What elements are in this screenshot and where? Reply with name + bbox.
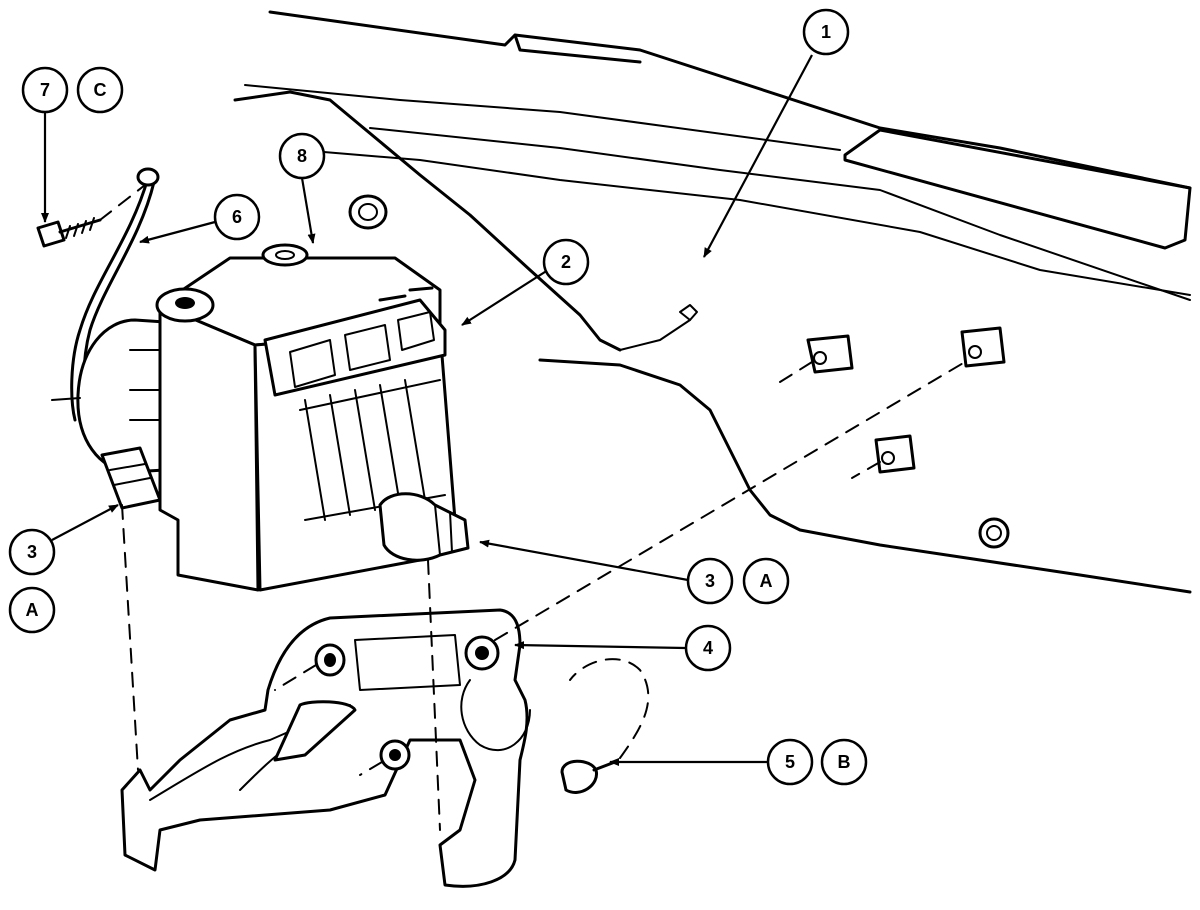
- leader-lines: [41, 54, 813, 766]
- callout-7-label: 7: [40, 80, 50, 100]
- callout-3-left-label: 3: [27, 542, 37, 562]
- grommet-upper: [348, 194, 388, 230]
- brake-fitting-right: [378, 492, 470, 562]
- clip-nut-2: [960, 326, 1006, 368]
- callout-c-label: C: [94, 80, 107, 100]
- callout-8-label: 8: [297, 146, 307, 166]
- callout-a-left-label: A: [26, 600, 39, 620]
- callout-8: 8: [278, 132, 326, 180]
- callout-4-label: 4: [703, 638, 713, 658]
- callout-c: C: [76, 66, 124, 114]
- callout-3-right: 3: [686, 557, 734, 605]
- callout-6: 6: [213, 193, 261, 241]
- callout-6-label: 6: [232, 207, 242, 227]
- bolt-5: [560, 658, 650, 794]
- callout-2-label: 2: [561, 252, 571, 272]
- callout-7: 7: [21, 66, 69, 114]
- alignment-line-stud: [494, 361, 966, 641]
- clip-nut-3: [851, 434, 916, 479]
- callout-2: 2: [542, 238, 590, 286]
- brake-fitting-left: [100, 446, 162, 510]
- callout-b: B: [820, 738, 868, 786]
- callout-3-right-label: 3: [705, 571, 715, 591]
- callout-4: 4: [684, 624, 732, 672]
- callout-5-label: 5: [785, 752, 795, 772]
- mounting-bracket: [120, 608, 531, 888]
- callout-b-label: B: [838, 752, 851, 772]
- callout-a-left: A: [8, 586, 56, 634]
- callout-1-label: 1: [821, 22, 831, 42]
- callout-a-right: A: [742, 557, 790, 605]
- bolt-7: [36, 184, 146, 248]
- callout-a-right-label: A: [760, 571, 773, 591]
- callout-1: 1: [802, 8, 850, 56]
- alignment-line-right: [427, 559, 441, 831]
- clip-nut-1: [779, 334, 854, 383]
- alignment-line-left: [121, 504, 139, 771]
- callout-5: 5: [766, 738, 814, 786]
- grommet-lower: [978, 517, 1010, 549]
- callout-3-left: 3: [8, 528, 56, 576]
- body-panel: [233, 10, 1192, 594]
